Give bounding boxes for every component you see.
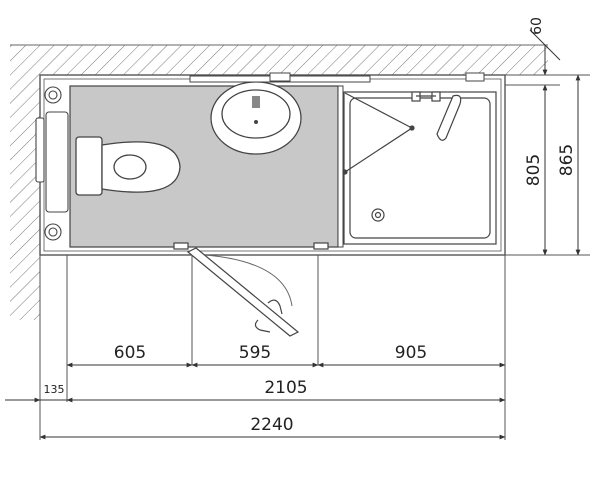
dim-door-width: 595 (239, 343, 271, 363)
shower-tray-icon (342, 91, 497, 245)
dim-inner-length: 2105 (264, 378, 307, 398)
top-strip (189, 72, 485, 83)
wall-hatching (10, 44, 548, 320)
door-icon (173, 242, 329, 337)
shower-mixer-icon (411, 91, 462, 141)
top-gap-dimension (529, 29, 561, 76)
dim-shower-depth: 805 (524, 154, 544, 186)
dim-wc-width: 605 (114, 343, 146, 363)
dim-total-depth: 865 (557, 144, 577, 176)
washbasin-icon (210, 81, 302, 155)
partition-wall (337, 85, 344, 248)
dim-shower-width: 905 (395, 343, 427, 363)
dim-top-gap: 60 (529, 17, 545, 35)
left-fixtures (35, 86, 69, 241)
dimension-lines (39, 74, 581, 440)
dim-wall-offset: 135 (44, 383, 65, 396)
toilet-icon (75, 136, 181, 196)
dim-total-length: 2240 (250, 415, 293, 435)
